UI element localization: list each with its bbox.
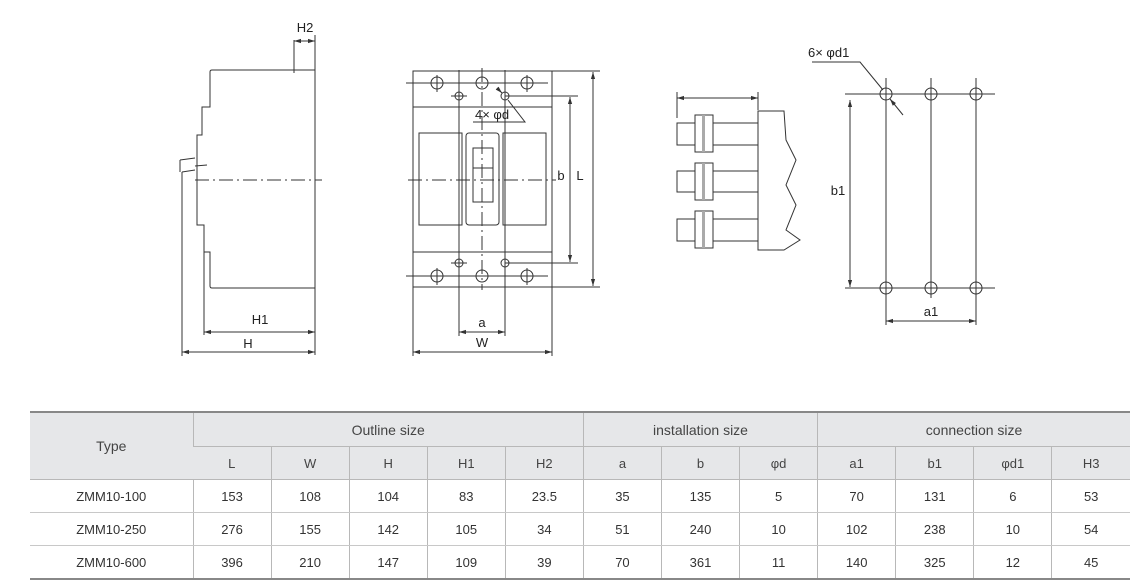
side-view: H2 H1 H bbox=[179, 20, 322, 356]
value-cell: 396 bbox=[192, 545, 272, 580]
value-cell: 39 bbox=[504, 545, 584, 580]
value-cell: 70 bbox=[817, 479, 896, 513]
value-cell: 276 bbox=[192, 512, 272, 546]
type-cell: ZMM10-100 bbox=[30, 479, 193, 513]
connection-hole-layout: 6× φd1 b1 a1 bbox=[808, 45, 995, 325]
value-cell: 34 bbox=[504, 512, 584, 546]
value-cell: 147 bbox=[348, 545, 428, 580]
column-header: b bbox=[660, 446, 740, 480]
column-header: H2 bbox=[504, 446, 584, 480]
outline-dimension-drawing: H2 H1 H 4× φd b L a W 6× φd1 b1 a1 bbox=[179, 20, 995, 356]
b-label: b bbox=[557, 168, 564, 183]
b1-label: b1 bbox=[831, 183, 845, 198]
type-header: Type bbox=[30, 412, 193, 480]
value-cell: 140 bbox=[817, 545, 896, 580]
installation-size-header: installation size bbox=[582, 412, 818, 447]
value-cell: 325 bbox=[895, 545, 974, 580]
column-header: a1 bbox=[817, 446, 896, 480]
value-cell: 45 bbox=[1051, 545, 1130, 580]
column-header: a bbox=[582, 446, 662, 480]
value-cell: 11 bbox=[739, 545, 818, 580]
value-cell: 23.5 bbox=[504, 479, 584, 513]
value-cell: 10 bbox=[739, 512, 818, 546]
column-header: φd bbox=[739, 446, 818, 480]
value-cell: 10 bbox=[973, 512, 1052, 546]
h-label: H bbox=[243, 336, 252, 351]
value-cell: 210 bbox=[270, 545, 350, 580]
connection-holes-label: 6× φd1 bbox=[808, 45, 849, 60]
column-header: L bbox=[193, 446, 272, 480]
h2-label: H2 bbox=[297, 20, 314, 35]
value-cell: 104 bbox=[348, 479, 428, 513]
value-cell: 142 bbox=[348, 512, 428, 546]
value-cell: 6 bbox=[973, 479, 1052, 513]
l-label: L bbox=[576, 168, 583, 183]
value-cell: 109 bbox=[426, 545, 506, 580]
column-header: φd1 bbox=[973, 446, 1052, 480]
a1-label: a1 bbox=[924, 304, 938, 319]
value-cell: 51 bbox=[582, 512, 662, 546]
value-cell: 361 bbox=[660, 545, 740, 580]
terminal-view bbox=[676, 92, 801, 251]
value-cell: 238 bbox=[895, 512, 974, 546]
value-cell: 131 bbox=[895, 479, 974, 513]
outline-size-header: Outline size bbox=[192, 412, 584, 447]
value-cell: 53 bbox=[1051, 479, 1130, 513]
value-cell: 135 bbox=[660, 479, 740, 513]
value-cell: 70 bbox=[582, 545, 662, 580]
value-cell: 12 bbox=[973, 545, 1052, 580]
dimension-table: Type Outline size installation size conn… bbox=[30, 411, 1130, 580]
type-cell: ZMM10-600 bbox=[30, 545, 193, 580]
column-header: H bbox=[348, 446, 428, 480]
column-header: H3 bbox=[1051, 446, 1130, 480]
value-cell: 35 bbox=[582, 479, 662, 513]
column-header: W bbox=[270, 446, 350, 480]
a-label: a bbox=[478, 315, 486, 330]
value-cell: 83 bbox=[426, 479, 506, 513]
value-cell: 240 bbox=[660, 512, 740, 546]
value-cell: 155 bbox=[270, 512, 350, 546]
front-view: 4× φd b L a W bbox=[406, 68, 600, 356]
w-label: W bbox=[476, 335, 489, 350]
value-cell: 108 bbox=[270, 479, 350, 513]
h1-label: H1 bbox=[252, 312, 269, 327]
column-header: b1 bbox=[895, 446, 974, 480]
value-cell: 54 bbox=[1051, 512, 1130, 546]
value-cell: 5 bbox=[739, 479, 818, 513]
column-header: H1 bbox=[426, 446, 506, 480]
mounting-holes-label: 4× φd bbox=[475, 107, 509, 122]
value-cell: 102 bbox=[817, 512, 896, 546]
value-cell: 105 bbox=[426, 512, 506, 546]
connection-size-header: connection size bbox=[817, 412, 1130, 447]
type-cell: ZMM10-250 bbox=[30, 512, 193, 546]
value-cell: 153 bbox=[192, 479, 272, 513]
